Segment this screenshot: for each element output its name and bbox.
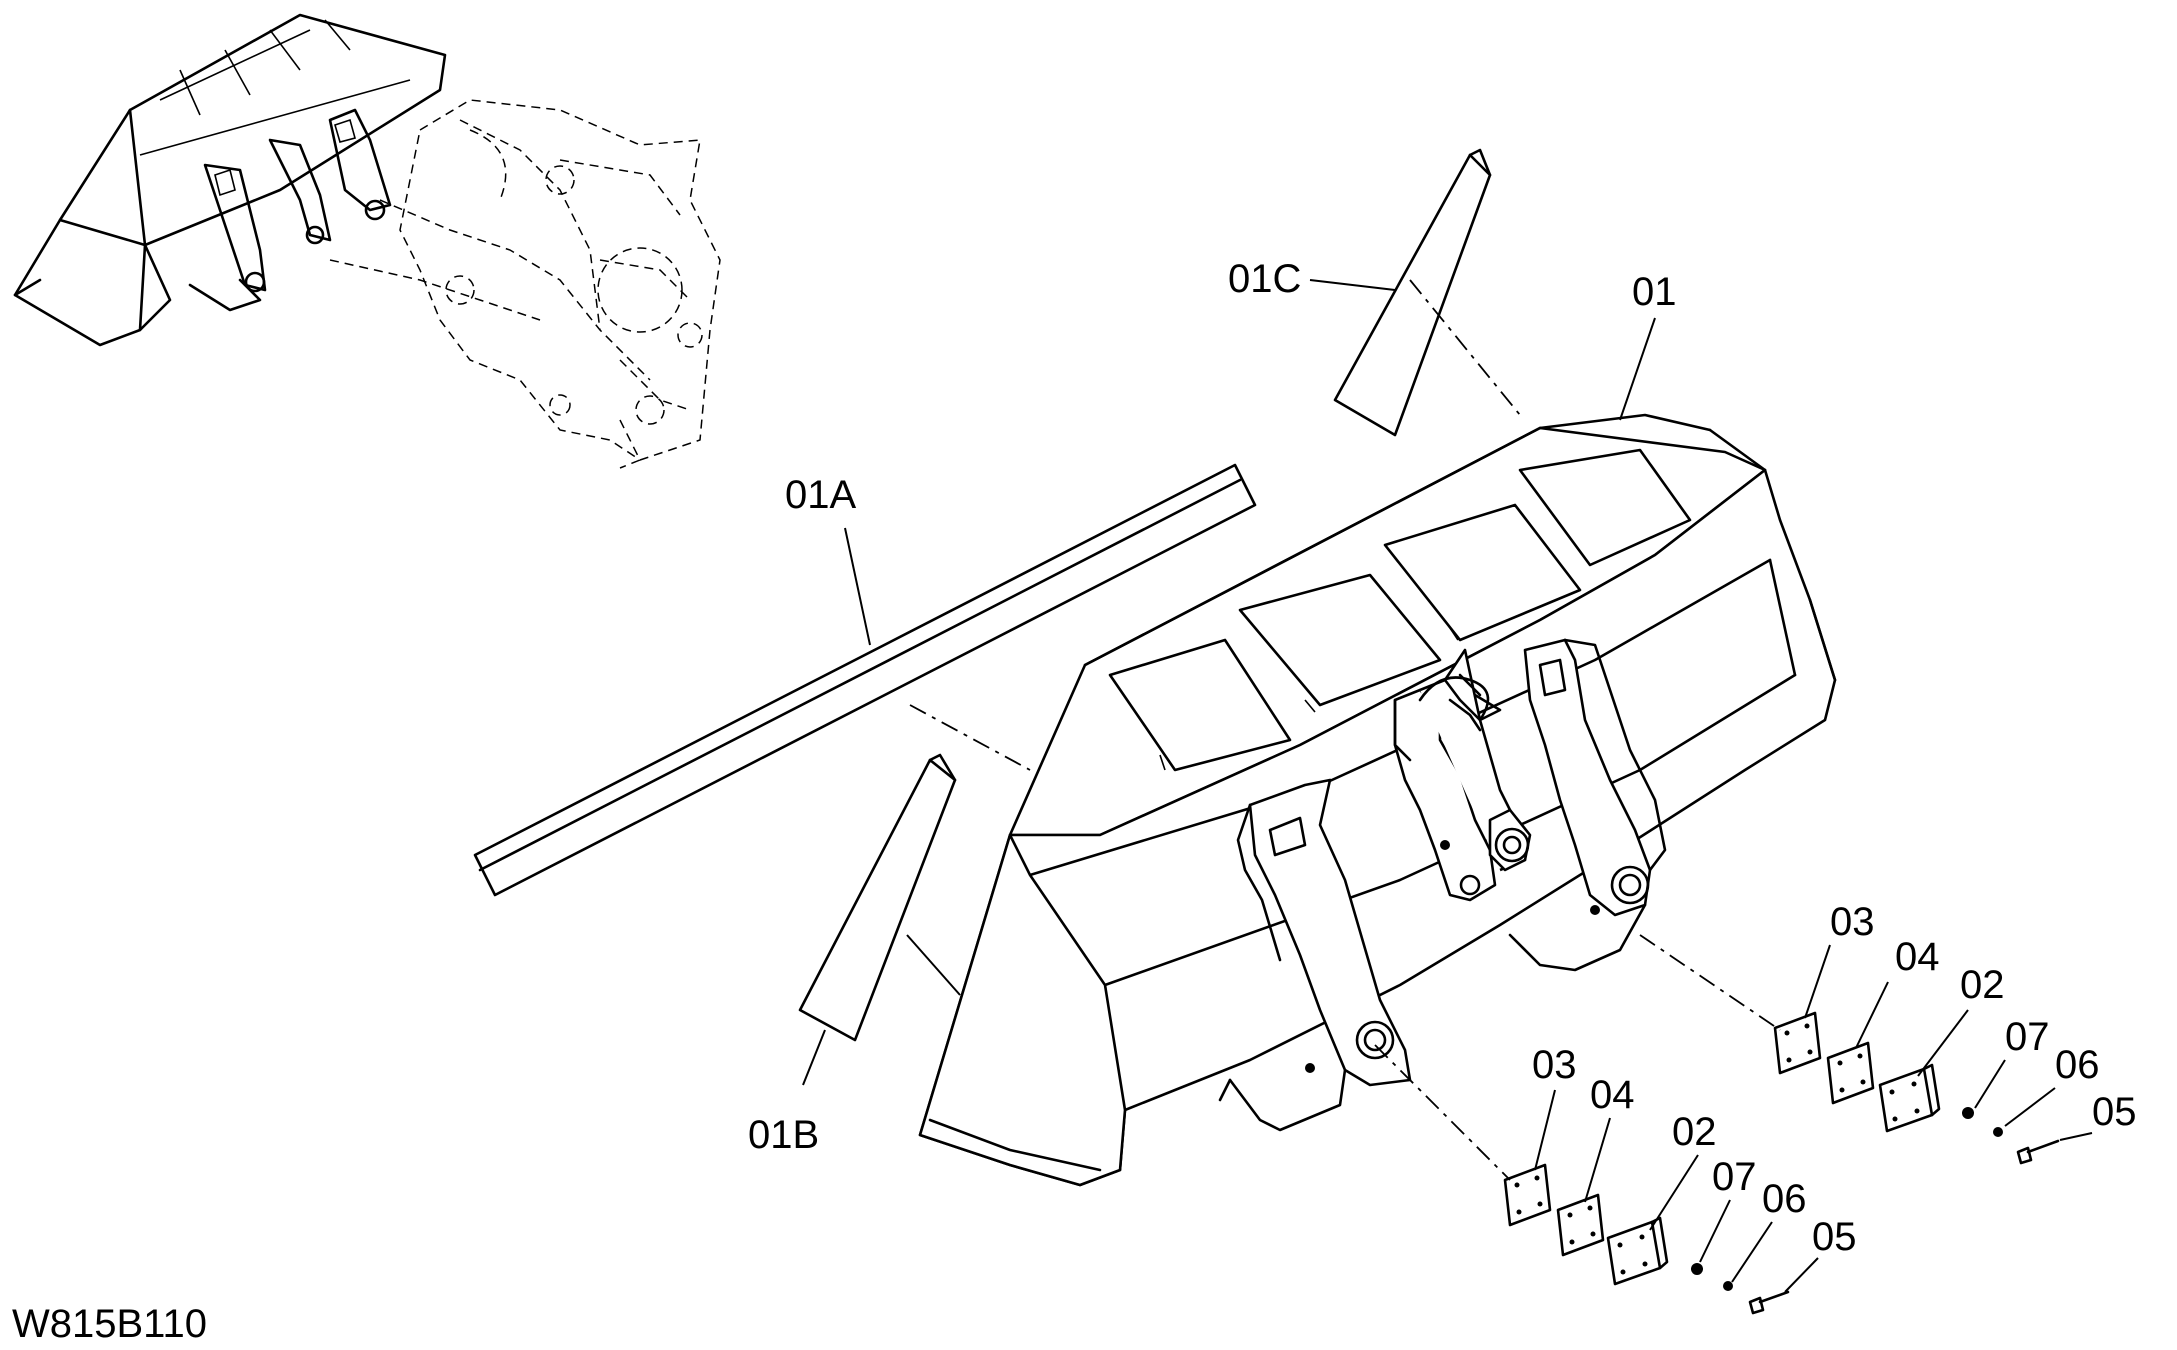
inset-bucket xyxy=(13,13,447,347)
callout-03-left: 03 xyxy=(1532,1043,1577,1087)
part-04-plate-left xyxy=(1556,1193,1605,1257)
part-07-washer-left xyxy=(1691,1263,1703,1275)
callout-01A: 01A xyxy=(785,473,856,517)
hardware-group-left xyxy=(1503,1163,1790,1315)
part-02-plate-right xyxy=(1878,1067,1934,1133)
callout-04-left: 04 xyxy=(1590,1073,1635,1117)
callout-06-left: 06 xyxy=(1762,1177,1807,1221)
callout-02-left: 02 xyxy=(1672,1110,1717,1154)
part-04-plate-right xyxy=(1826,1041,1875,1105)
part-06-washer-left xyxy=(1723,1281,1733,1291)
loader-overview-inset xyxy=(13,13,721,469)
part-03-plate-left xyxy=(1503,1163,1552,1227)
leader-lines xyxy=(802,279,2093,1293)
callout-01: 01 xyxy=(1632,270,1677,314)
part-01B-side-cutter xyxy=(798,758,957,1042)
part-05-bolt-right xyxy=(2016,1139,2060,1165)
part-06-washer-right xyxy=(1993,1127,2003,1137)
bucket-arm-left xyxy=(1218,778,1412,1132)
callout-07-left: 07 xyxy=(1712,1155,1757,1199)
part-03-plate-right xyxy=(1773,1011,1822,1075)
callout-01B: 01B xyxy=(748,1113,819,1157)
callout-05-left: 05 xyxy=(1812,1215,1857,1259)
part-02-plate-left xyxy=(1606,1220,1662,1286)
callout-03-right: 03 xyxy=(1830,900,1875,944)
callout-05-right: 05 xyxy=(2092,1090,2137,1134)
loader-frame-ghost xyxy=(329,99,721,469)
part-01C-side-cutter xyxy=(1333,153,1492,437)
bucket-arm-middle xyxy=(1393,648,1532,902)
bucket-hook xyxy=(1418,676,1490,722)
callout-06-right: 06 xyxy=(2055,1043,2100,1087)
bucket-assembly xyxy=(918,413,1837,1187)
bucket-arm-right xyxy=(1508,638,1667,972)
part-05-bolt-left xyxy=(1748,1290,1790,1315)
assembly-lines xyxy=(909,279,1781,1181)
callout-labels: 01 01C 01A 01B 03 04 02 07 06 05 03 04 0… xyxy=(748,257,2137,1259)
callout-04-right: 04 xyxy=(1895,935,1940,979)
hardware-group-right xyxy=(1773,1011,2060,1165)
drawing-code: W815B110 xyxy=(12,1302,207,1346)
callout-01C: 01C xyxy=(1228,257,1301,301)
part-07-washer-right xyxy=(1962,1107,1974,1119)
callout-02-right: 02 xyxy=(1960,963,2005,1007)
callout-07-right: 07 xyxy=(2005,1015,2050,1059)
